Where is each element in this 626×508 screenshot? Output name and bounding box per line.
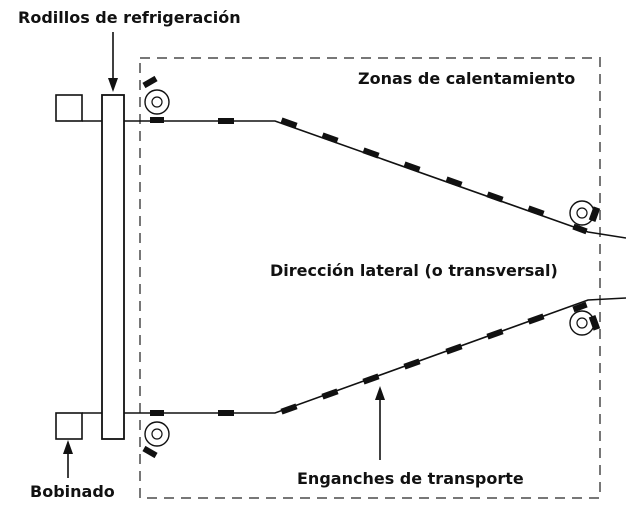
cooling-rollers-label: Rodillos de refrigeración: [18, 8, 241, 27]
winding-label: Bobinado: [30, 482, 115, 501]
roller-icon: [569, 301, 601, 336]
film-edge-bottom: [82, 297, 626, 414]
arrow-winding: [63, 440, 73, 478]
lateral-direction-label: Dirección lateral (o transversal): [270, 261, 558, 280]
roller-icon: [142, 410, 170, 459]
transport-clips-top: [218, 117, 545, 217]
arrow-transport-clips: [375, 386, 385, 460]
film-edge-top: [82, 120, 626, 239]
winding-box-top: [55, 94, 83, 122]
roller-icon: [569, 200, 601, 235]
cooling-roller-bar: [101, 94, 125, 440]
transport-clips-label: Enganches de transporte: [297, 469, 524, 488]
roller-icon: [142, 75, 170, 123]
heating-zones-label: Zonas de calentamiento: [358, 69, 575, 88]
transport-clips-bottom: [218, 313, 545, 416]
heating-zone-boundary: [139, 57, 601, 499]
winding-box-bottom: [55, 412, 83, 440]
arrow-cooling-rollers: [108, 32, 118, 92]
